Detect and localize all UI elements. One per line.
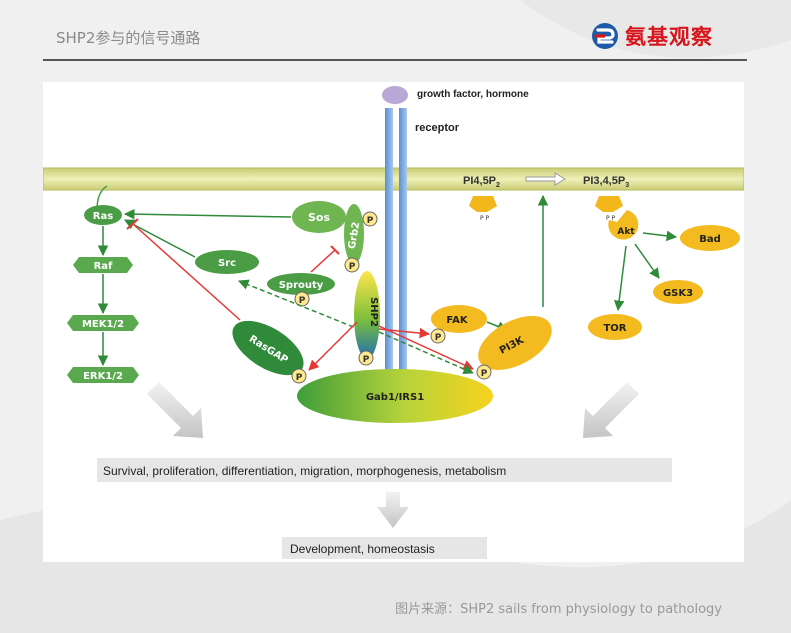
gsk3-label: GSK3 <box>663 288 693 299</box>
figure-caption: 图片来源：SHP2 sails from physiology to patho… <box>395 602 722 617</box>
erk-node <box>67 367 139 383</box>
tor-label: TOR <box>603 323 626 334</box>
gab1-irs1-node <box>297 369 493 423</box>
downward-arrow-icon <box>147 382 203 438</box>
slide-title: SHP2参与的信号通路 <box>56 29 201 47</box>
akt-to-gsk3-arrow <box>634 243 660 279</box>
raf-label: Raf <box>94 261 113 272</box>
shp2-node <box>354 271 380 359</box>
raf-node <box>73 257 133 273</box>
phospho-icon: P <box>476 364 492 380</box>
pip2-label: PI4,5P2 <box>463 175 500 189</box>
fak-label: FAK <box>446 315 468 326</box>
mek-label: MEK1/2 <box>82 319 124 330</box>
cell-membrane <box>43 167 744 191</box>
akt-node: Akt <box>608 210 639 240</box>
gab1-label: Gab1/IRS1 <box>366 392 424 403</box>
phospho-icon: P <box>344 257 360 273</box>
pi3k-node <box>478 315 552 371</box>
outcome-text-1: Survival, proliferation, differentiation… <box>103 464 506 478</box>
akt-label: Akt <box>617 227 635 237</box>
pathway-figure: growth factor, hormone receptor PI4,5P2 … <box>43 82 744 562</box>
ligand-label: growth factor, hormone <box>417 89 529 100</box>
ras-label: Ras <box>93 211 113 222</box>
pip2-headgroup: P P <box>469 196 497 222</box>
receptor-label: receptor <box>415 122 460 134</box>
rasgap-inhibits-ras <box>132 223 241 321</box>
receptor-chain-right <box>399 108 407 380</box>
outcome-box-1 <box>97 458 672 482</box>
outcome-text-2: Development, homeostasis <box>290 542 435 556</box>
svg-text:P: P <box>435 333 442 343</box>
sos-node <box>292 201 346 233</box>
sprouty-label: Sprouty <box>279 280 324 291</box>
sos-label: Sos <box>308 211 330 224</box>
bad-node <box>680 225 740 251</box>
gsk3-node <box>653 280 703 304</box>
svg-text:P: P <box>363 355 370 365</box>
phospho-icon: P <box>430 328 446 344</box>
tor-node <box>588 314 642 340</box>
receptor-chain-left <box>385 108 393 380</box>
svg-text:P: P <box>299 296 306 306</box>
pip2-to-pip3-arrow <box>525 172 566 186</box>
src-label: Src <box>218 258 236 269</box>
grb2-node <box>344 204 364 264</box>
title-divider <box>43 59 747 61</box>
inhibition-bar <box>126 218 139 230</box>
shp2-to-rasgap-arrow <box>308 321 358 371</box>
phospho-icon: P <box>294 291 310 307</box>
bad-label: Bad <box>699 234 721 245</box>
akt-to-bad-arrow <box>642 230 678 242</box>
sprouty-inhibits-grb2 <box>310 249 336 273</box>
shp2-label: SHP2 <box>368 297 379 327</box>
brand-logo: 氨基观察 <box>590 20 713 52</box>
grb2-label: Grb2 <box>347 221 363 250</box>
outcome-box-2 <box>282 537 487 559</box>
fak-node <box>431 305 487 333</box>
downward-arrow-icon <box>377 492 409 528</box>
svg-text:P: P <box>367 216 374 226</box>
downward-arrow-icon <box>583 382 639 438</box>
brand-logo-icon <box>592 23 618 49</box>
svg-text:P: P <box>349 262 356 272</box>
shp2-sprouty-dashed-arrow <box>238 279 362 331</box>
pip3-headgroup: P P <box>595 196 623 222</box>
ligand <box>382 86 408 104</box>
svg-text:P P: P P <box>480 215 490 222</box>
rasgap-node <box>232 320 304 376</box>
phospho-icon: P <box>358 350 374 366</box>
mek-node <box>67 315 139 331</box>
erk-label: ERK1/2 <box>83 371 123 382</box>
sos-to-ras-arrow <box>123 208 292 220</box>
svg-text:P: P <box>481 369 488 379</box>
src-node <box>195 250 259 274</box>
svg-text:P: P <box>296 373 303 383</box>
pathway-diagram: growth factor, hormone receptor PI4,5P2 … <box>43 86 744 559</box>
sprouty-node <box>267 273 335 295</box>
inhibition-bar <box>330 245 340 255</box>
svg-text:P P: P P <box>606 215 616 222</box>
src-to-ras-arrow <box>124 219 196 258</box>
shp2-pi3k-dashed-arrow <box>378 331 474 375</box>
shp2-to-pi3k-arrow <box>378 325 474 370</box>
ras-node <box>84 205 122 225</box>
akt-to-tor-arrow <box>613 245 627 312</box>
pip3-label: PI3,4,5P3 <box>583 175 629 189</box>
phospho-icon: P <box>291 368 307 384</box>
phospho-icon: P <box>362 211 378 227</box>
brand-name: 氨基观察 <box>625 24 713 49</box>
